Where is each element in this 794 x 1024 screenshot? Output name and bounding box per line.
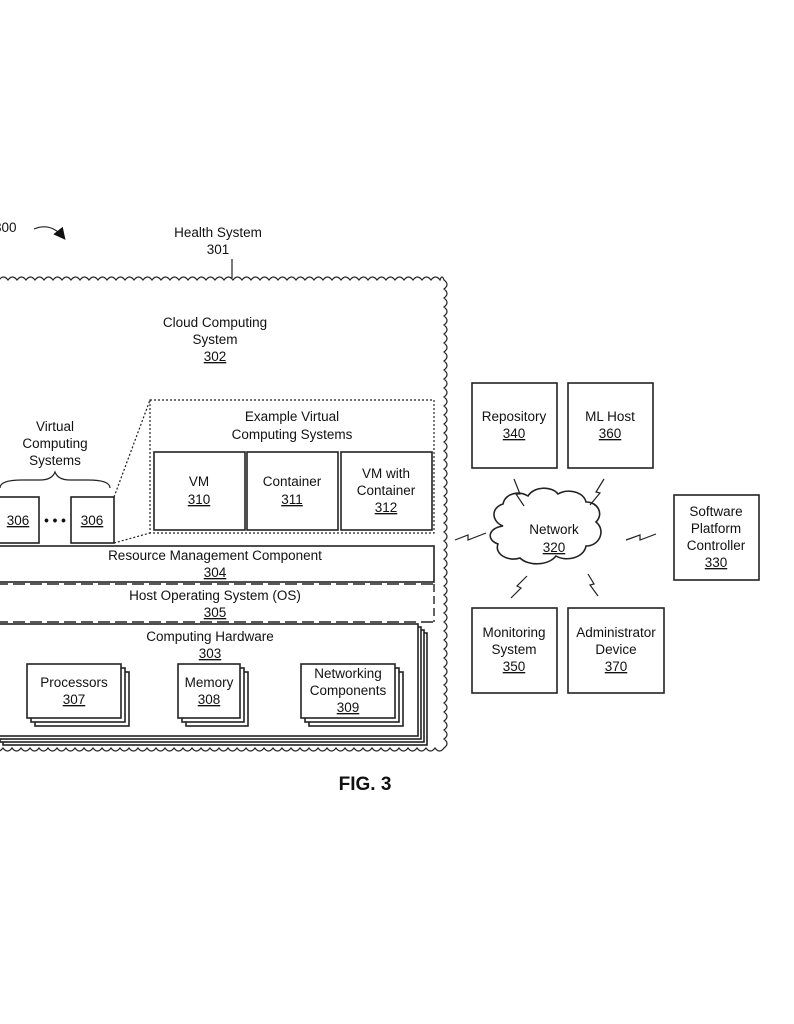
rmc-number: 304 bbox=[204, 565, 227, 580]
health-system-cloud-outline bbox=[0, 276, 448, 752]
computing-hardware-number: 303 bbox=[199, 646, 222, 661]
repository-label: Repository bbox=[482, 409, 547, 424]
spc-number: 330 bbox=[705, 555, 728, 570]
spc-label-line1: Software bbox=[689, 504, 742, 519]
admin-label-line1: Administrator bbox=[576, 625, 656, 640]
virtual-systems-label-line3: Systems bbox=[29, 453, 81, 468]
vm-label: VM bbox=[189, 474, 209, 489]
spc-label-line2: Platform bbox=[691, 521, 741, 536]
vm-with-container-label-line1: VM with bbox=[362, 466, 410, 481]
monitoring-label-line1: Monitoring bbox=[482, 625, 545, 640]
monitoring-number: 350 bbox=[503, 659, 526, 674]
processors-box bbox=[26, 663, 122, 719]
link-mlhost-network bbox=[589, 478, 605, 506]
link-repository-network bbox=[513, 478, 525, 507]
networking-number: 309 bbox=[337, 700, 360, 715]
vcs-left-number: 306 bbox=[7, 513, 30, 528]
figure-title: FIG. 3 bbox=[339, 774, 392, 795]
figure-reference-arrow bbox=[33, 226, 66, 240]
software-platform-controller-box bbox=[673, 494, 760, 581]
network-number: 320 bbox=[543, 540, 566, 555]
ml-host-number: 360 bbox=[599, 426, 622, 441]
zoom-line-top bbox=[113, 399, 151, 498]
host-os-number: 305 bbox=[204, 605, 227, 620]
administrator-device-box bbox=[567, 607, 665, 694]
vm-number: 310 bbox=[188, 492, 211, 507]
network-label: Network bbox=[529, 522, 579, 537]
memory-number: 308 bbox=[198, 692, 221, 707]
host-os-label: Host Operating System (OS) bbox=[129, 588, 301, 603]
zoom-line-bottom bbox=[113, 532, 151, 544]
repository-number: 340 bbox=[503, 426, 526, 441]
networking-components-box bbox=[300, 663, 396, 719]
link-cloud-network bbox=[454, 532, 487, 541]
virtual-computing-system-box-left bbox=[0, 496, 40, 544]
networking-label-line2: Components bbox=[310, 683, 387, 698]
container-label: Container bbox=[263, 474, 322, 489]
vm-with-container-number: 312 bbox=[375, 500, 398, 515]
cloud-computing-label-line1: Cloud Computing bbox=[163, 315, 267, 330]
health-system-label: Health System bbox=[174, 225, 262, 240]
example-vcs-label-line2: Computing Systems bbox=[232, 427, 353, 442]
virtual-computing-system-box-right bbox=[70, 496, 115, 544]
ml-host-box bbox=[567, 382, 654, 469]
memory-box bbox=[177, 663, 241, 719]
vm-box bbox=[153, 451, 246, 531]
processors-number: 307 bbox=[63, 692, 86, 707]
repository-box bbox=[471, 382, 558, 469]
admin-number: 370 bbox=[605, 659, 628, 674]
vcs-right-number: 306 bbox=[81, 513, 104, 528]
vm-with-container-box bbox=[340, 451, 433, 531]
virtual-systems-label-line2: Computing bbox=[22, 436, 87, 451]
network-cloud bbox=[489, 487, 602, 565]
cloud-computing-label-line2: System bbox=[192, 332, 237, 347]
example-vcs-label-line1: Example Virtual bbox=[245, 409, 339, 424]
resource-management-component bbox=[0, 545, 435, 583]
virtual-systems-label-line1: Virtual bbox=[36, 419, 74, 434]
virtual-systems-brace bbox=[0, 470, 111, 489]
link-network-spc bbox=[625, 533, 657, 541]
ml-host-label: ML Host bbox=[585, 409, 635, 424]
vcs-ellipsis: • • • bbox=[44, 513, 66, 528]
monitoring-label-line2: System bbox=[491, 642, 536, 657]
spc-label-line3: Controller bbox=[687, 538, 746, 553]
link-network-admin bbox=[587, 573, 599, 597]
rmc-label: Resource Management Component bbox=[108, 548, 322, 563]
health-system-number: 301 bbox=[207, 242, 230, 257]
processors-label: Processors bbox=[40, 675, 108, 690]
memory-label: Memory bbox=[185, 675, 234, 690]
container-box bbox=[246, 451, 339, 531]
link-network-monitoring bbox=[510, 575, 528, 599]
admin-label-line2: Device bbox=[595, 642, 636, 657]
computing-hardware-label: Computing Hardware bbox=[146, 629, 274, 644]
networking-label-line1: Networking bbox=[314, 666, 382, 681]
container-number: 311 bbox=[281, 492, 303, 507]
cloud-computing-number: 302 bbox=[204, 349, 227, 364]
vm-with-container-label-line2: Container bbox=[357, 483, 416, 498]
monitoring-system-box bbox=[471, 607, 558, 694]
figure-reference-label: 300 bbox=[0, 220, 17, 235]
